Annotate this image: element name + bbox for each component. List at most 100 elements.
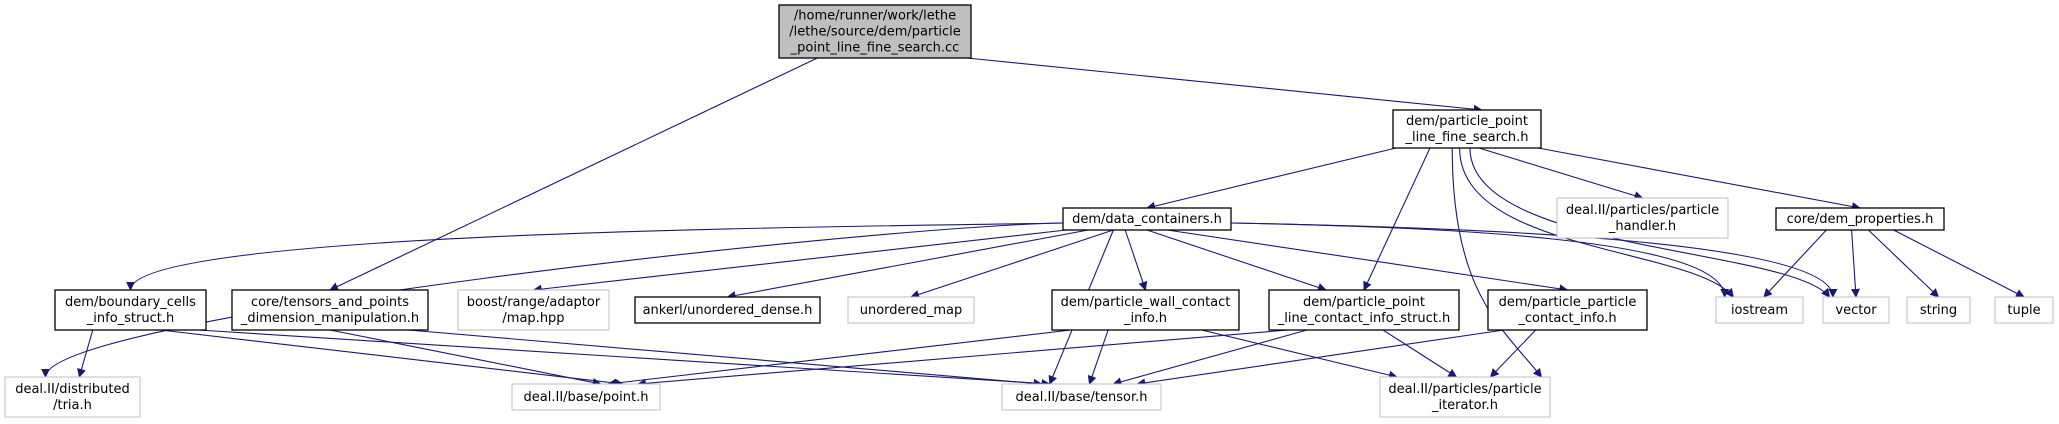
node-box [634, 296, 821, 324]
node-box [1822, 296, 1890, 324]
node-box [1487, 289, 1648, 331]
edge-data_containers-to-tria [41, 222, 1064, 378]
node-data-containers[interactable]: dem/data_containers.h [1062, 207, 1232, 231]
node-iostream[interactable]: iostream [1715, 296, 1804, 324]
node-label-line: _iterator.h [1431, 398, 1498, 413]
node-tensor[interactable]: deal.II/base/tensor.h [1001, 383, 1162, 411]
node-label-line: _point_line_fine_search.cc [790, 41, 960, 56]
node-boundary-cells[interactable]: dem/boundary_cells_info_struct.h [54, 289, 207, 331]
node-line-contact[interactable]: dem/particle_point_line_contact_info_str… [1268, 289, 1460, 331]
node-label-line: deal.II/particles/particle [1388, 382, 1541, 397]
node-label-line: deal.II/base/point.h [524, 390, 649, 405]
node-boost-map[interactable]: boost/range/adaptor/map.hpp [457, 289, 610, 331]
node-tria[interactable]: deal.II/distributed/tria.h [4, 376, 141, 418]
node-label-line: _info_struct.h [86, 311, 174, 326]
edge-data_containers-to-line_contact [1146, 229, 1327, 292]
edge-tensors_points-to-point [329, 329, 602, 387]
node-label-line: _line_contact_info_struct.h [1277, 311, 1451, 326]
node-label-line: boost/range/adaptor [467, 295, 601, 310]
node-vector[interactable]: vector [1822, 296, 1890, 324]
edges-layer [41, 57, 2025, 388]
node-box [847, 296, 975, 324]
node-label-line: deal.II/base/tensor.h [1016, 390, 1148, 405]
node-tensors-points[interactable]: core/tensors_and_points_dimension_manipu… [231, 289, 429, 331]
edge-dem_properties-to-iostream [1763, 229, 1827, 298]
node-label-line: deal.II/particles/particle [1566, 203, 1719, 218]
edge-wall_contact-to-particle_iterator [1201, 329, 1398, 380]
node-box [1392, 109, 1542, 149]
node-label-line: dem/particle_point [1303, 295, 1425, 310]
node-label-line: /lethe/source/dem/particle [789, 25, 961, 40]
node-string[interactable]: string [1906, 296, 1971, 324]
edge-data_containers-to-vector [1230, 222, 1838, 298]
edge-particle_contact-to-tensor [1136, 329, 1504, 388]
node-box [778, 4, 972, 59]
node-label-line: _dimension_manipulation.h [240, 311, 419, 326]
edge-particle_contact-to-particle_iterator [1489, 329, 1537, 378]
node-label-line: string [1920, 303, 1957, 318]
node-box [457, 289, 610, 331]
node-label-line: dem/data_containers.h [1072, 212, 1222, 227]
node-box [511, 383, 661, 411]
edge-fine_search_h-to-dem_properties [1537, 147, 1861, 211]
node-label-line: deal.II/distributed [15, 382, 130, 397]
edge-fine_search_h-to-data_containers [1146, 147, 1397, 211]
edge-fine_search_h-to-vector [1469, 147, 1831, 298]
node-box [231, 289, 429, 331]
edge-data_containers-to-particle_contact [1167, 229, 1569, 294]
edge-boundary_cells-to-tria [77, 329, 94, 378]
node-particle-iterator[interactable]: deal.II/particles/particle_iterator.h [1379, 376, 1551, 418]
node-label-line: _info.h [1123, 311, 1167, 326]
node-box [1051, 289, 1240, 331]
node-point[interactable]: deal.II/base/point.h [511, 383, 661, 411]
node-label-line: vector [1835, 303, 1877, 318]
node-box [1715, 296, 1804, 324]
edge-fine_search_h-to-line_contact [1363, 147, 1431, 291]
edge-boundary_cells-to-tensor [198, 329, 1051, 388]
edge-boundary_cells-to-point [160, 329, 624, 388]
edge-data_containers-to-boundary_cells [126, 222, 1064, 291]
edge-line_contact-to-point [636, 329, 1289, 388]
nodes-layer: /home/runner/work/lethe/lethe/source/dem… [4, 4, 2054, 418]
node-label-line: core/dem_properties.h [1787, 212, 1934, 227]
edge-line_contact-to-tensor [1112, 329, 1308, 387]
node-label-line: _line_fine_search.h [1405, 130, 1529, 145]
node-root[interactable]: /home/runner/work/lethe/lethe/source/dem… [778, 4, 972, 59]
node-fine-search-h[interactable]: dem/particle_point_line_fine_search.h [1392, 109, 1542, 149]
node-dem-properties[interactable]: core/dem_properties.h [1775, 207, 1945, 231]
node-box [1379, 376, 1551, 418]
node-box [1062, 207, 1232, 231]
node-box [4, 376, 141, 418]
node-label-line: dem/boundary_cells [65, 295, 196, 310]
node-unordered-map[interactable]: unordered_map [847, 296, 975, 324]
edge-fine_search_h-to-particle_handler [1478, 147, 1644, 200]
edge-wall_contact-to-tensor [1087, 329, 1109, 385]
node-box [1556, 197, 1729, 239]
edge-root-to-tensors_points [329, 57, 818, 291]
node-label-line: dem/particle_wall_contact [1061, 295, 1231, 310]
node-ankerl[interactable]: ankerl/unordered_dense.h [634, 296, 821, 324]
node-tuple[interactable]: tuple [1994, 296, 2054, 324]
node-wall-contact[interactable]: dem/particle_wall_contact_info.h [1051, 289, 1240, 331]
node-label-line: ankerl/unordered_dense.h [643, 303, 813, 318]
edge-data_containers-to-boost_map [532, 229, 1067, 294]
node-box [1268, 289, 1460, 331]
node-label-line: iostream [1731, 303, 1788, 318]
node-particle-handler[interactable]: deal.II/particles/particle_handler.h [1556, 197, 1729, 239]
node-label-line: tuple [2007, 303, 2040, 318]
node-label-line: dem/particle_point [1406, 114, 1528, 129]
node-box [1994, 296, 2054, 324]
node-particle-contact[interactable]: dem/particle_particle_contact_info.h [1487, 289, 1648, 331]
edge-data_containers-to-ankerl [726, 229, 1089, 300]
node-label-line: /tria.h [53, 398, 92, 413]
edge-line_contact-to-particle_iterator [1382, 329, 1458, 378]
edge-dem_properties-to-tuple [1893, 229, 2025, 298]
node-box [1775, 207, 1945, 231]
node-label-line: _handler.h [1608, 219, 1676, 234]
node-box [1906, 296, 1971, 324]
node-label-line: _contact_info.h [1517, 311, 1616, 326]
edge-root-to-fine_search_h [967, 57, 1483, 114]
edge-fine_search_h-to-particle_iterator [1451, 147, 1543, 378]
node-label-line: core/tensors_and_points [251, 295, 409, 310]
